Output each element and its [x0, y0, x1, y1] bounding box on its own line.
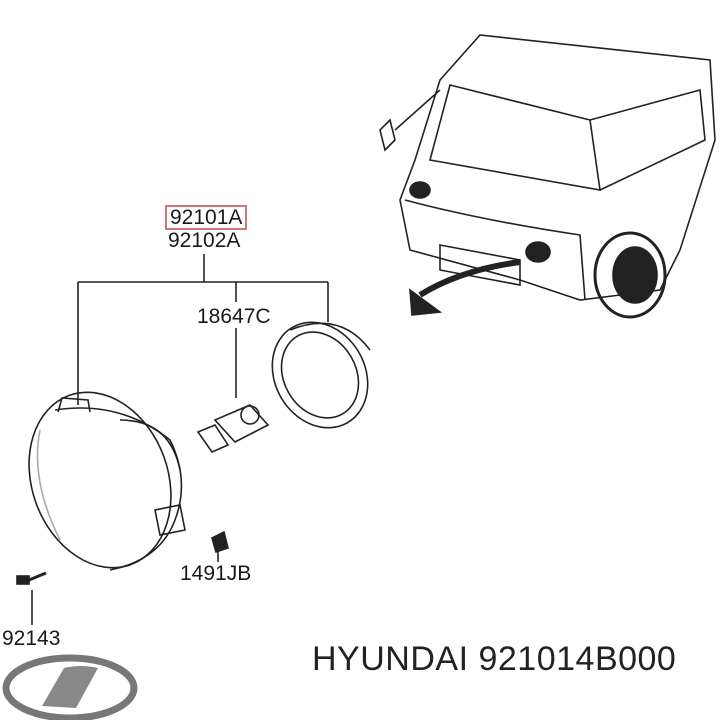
part-number: 921014B000 — [478, 640, 677, 678]
fog-lamp-housing — [28, 391, 186, 571]
part-label-92143[interactable]: 92143 — [2, 627, 61, 650]
leader-lines — [31, 254, 329, 625]
footer-caption: HYUNDAI 921014B000 — [312, 640, 676, 679]
part-label-92101a[interactable]: 92101A — [165, 205, 248, 230]
part-label-92102a[interactable]: 92102A — [168, 229, 241, 252]
vehicle-illustration — [379, 34, 716, 319]
brand-name: HYUNDAI — [312, 640, 469, 678]
part-label-18647c[interactable]: 18647C — [197, 305, 271, 328]
clip — [211, 530, 229, 554]
hyundai-logo — [2, 654, 138, 720]
bulb — [196, 404, 270, 453]
dust-cover — [271, 321, 371, 429]
screw — [16, 571, 47, 585]
part-label-1491jb[interactable]: 1491JB — [180, 562, 252, 585]
